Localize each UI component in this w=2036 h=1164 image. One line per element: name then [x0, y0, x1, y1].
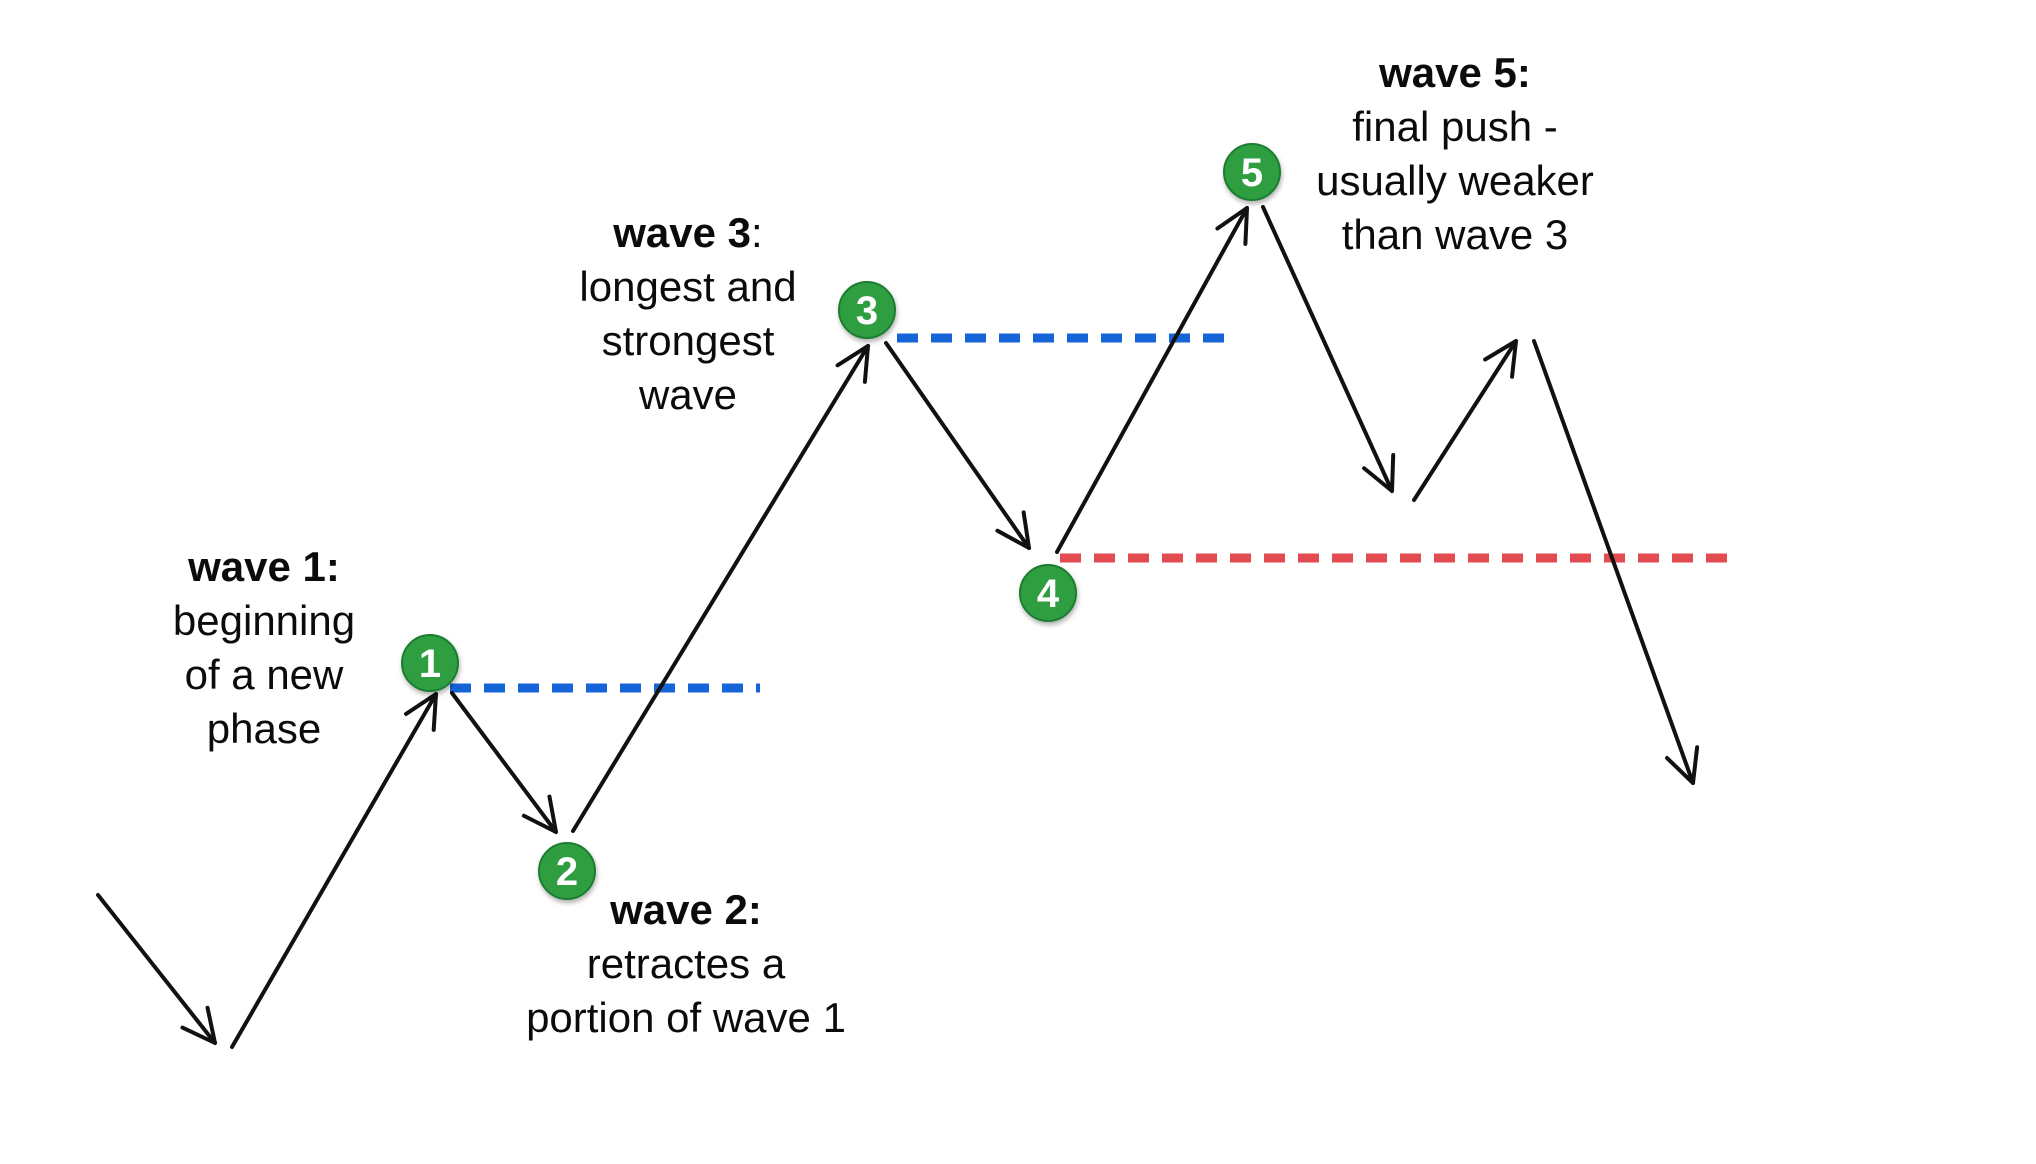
wave3-label-line: wave	[638, 371, 738, 418]
post-wave-5-decline-arrow	[1261, 205, 1394, 493]
wave5-label-line: usually weaker	[1316, 157, 1594, 204]
wave1-label-title: wave 1:	[188, 543, 340, 590]
wave-4-decline-arrow-head-icon	[995, 510, 1031, 550]
wave1-label-line: beginning	[172, 597, 356, 644]
wave-markers-group: 1 2 3 4 5	[401, 143, 1281, 900]
wave-1-marker-number: 1	[419, 642, 441, 686]
wave5-label: wave 5: final push - usually weaker than…	[1316, 46, 1594, 262]
wave2-label-title: wave 2:	[610, 886, 762, 933]
wave-5-advance-arrow	[1055, 206, 1249, 554]
wave-3-advance-arrow-head-icon	[835, 344, 870, 384]
post-wave-5-rally-arrow-head-icon	[1483, 339, 1518, 379]
wave-4-marker-number: 4	[1037, 572, 1060, 616]
final-decline-arrow-head-icon	[1665, 745, 1700, 785]
wave3-label-line: longest and	[579, 263, 797, 310]
wave3-label-title: wave 3:	[613, 209, 763, 256]
wave-5-marker-circle-icon	[1223, 143, 1281, 201]
wave-5-marker-number: 5	[1241, 151, 1263, 195]
final-decline-arrow	[1532, 339, 1695, 785]
wave1-label-line: of a new	[184, 651, 344, 698]
wave-1-marker: 1	[401, 634, 459, 692]
wave-4-decline-arrow	[884, 341, 1031, 550]
wave-2-marker-number: 2	[556, 850, 578, 894]
wave5-label-line: final push -	[1352, 103, 1558, 150]
wave-3-advance-arrow	[571, 344, 870, 833]
wave3-label-line: strongest	[601, 317, 775, 364]
post-wave-5-decline-arrow-head-icon	[1362, 453, 1396, 493]
wave-2-decline-arrow-head-icon	[521, 794, 558, 834]
wave-4-marker: 4	[1019, 564, 1077, 622]
wave-3-marker-number: 3	[856, 289, 878, 333]
wave-2-marker-circle-icon	[538, 842, 596, 900]
wave-2-marker: 2	[538, 842, 596, 900]
wave2-label-line: portion of wave 1	[526, 994, 846, 1041]
wave-5-marker: 5	[1223, 143, 1281, 201]
pre-wave-1-decline-arrow	[96, 893, 217, 1045]
wave1-label: wave 1: beginning of a new phase	[173, 540, 355, 756]
wave-1-advance-arrow-head-icon	[404, 692, 438, 732]
wave5-label-title: wave 5:	[1379, 49, 1531, 96]
wave-4-marker-circle-icon	[1019, 564, 1077, 622]
pre-wave-1-decline-arrow-head-icon	[180, 1005, 217, 1045]
wave-1-marker-circle-icon	[401, 634, 459, 692]
wave2-label: wave 2: retractes a portion of wave 1	[526, 883, 846, 1045]
wave-3-marker-circle-icon	[838, 281, 896, 339]
level-lines-group	[450, 333, 1733, 693]
wave-5-advance-arrow-head-icon	[1215, 206, 1249, 246]
wave-1-advance-arrow	[230, 692, 438, 1049]
wave3-label: wave 3: longest and strongest wave	[579, 206, 796, 422]
post-wave-5-rally-arrow	[1412, 339, 1518, 502]
price-arrows-group	[96, 205, 1700, 1049]
wave-2-decline-arrow	[450, 691, 558, 834]
wave1-label-line: phase	[206, 705, 322, 752]
wave5-label-line: than wave 3	[1341, 211, 1569, 258]
wave2-label-line: retractes a	[586, 940, 786, 987]
wave-3-marker: 3	[838, 281, 896, 339]
